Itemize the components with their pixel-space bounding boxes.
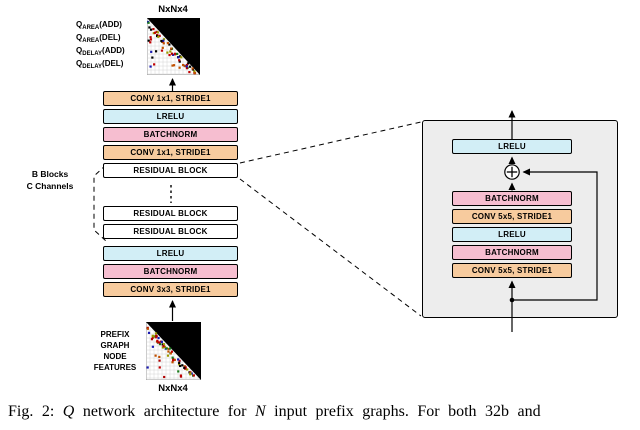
bracket-label-line2: C Channels: [26, 181, 74, 191]
detail-block-5: CONV 5x5, STRIDE1: [452, 263, 572, 278]
stack-block-2: BATCHNORM: [103, 127, 238, 142]
input-features-label-line: FEATURES: [93, 363, 137, 372]
stack-block-8: BATCHNORM: [103, 264, 238, 279]
detail-block-4: BATCHNORM: [452, 245, 572, 260]
figure-caption: Fig. 2: Q network architecture for N inp…: [8, 403, 541, 420]
input-features-label-line: PREFIX: [100, 330, 130, 339]
input-features-label-line: NODE: [103, 352, 127, 361]
bottom-dims-label: NxNx4: [158, 383, 188, 394]
detail-block-0: LRELU: [452, 139, 572, 154]
zoom-connector-top: [239, 121, 422, 164]
bracket-label-line1: B Blocks: [31, 169, 69, 179]
detail-skip-connection: [512, 168, 598, 301]
q-output-label: QDELAY(ADD): [76, 46, 125, 57]
output-qvalues-matrix-image: [147, 18, 200, 75]
input-node-features-matrix-image: [146, 322, 201, 380]
stack-block-4: RESIDUAL BLOCK: [103, 163, 238, 178]
input-features-label-line: GRAPH: [100, 341, 130, 350]
detail-block-2: CONV 5x5, STRIDE1: [452, 209, 572, 224]
detail-block-3: LRELU: [452, 227, 572, 242]
q-output-label: QDELAY(DEL): [76, 59, 124, 70]
stack-block-0: CONV 1x1, STRIDE1: [103, 91, 238, 106]
stack-block-1: LRELU: [103, 109, 238, 124]
top-dims-label: NxNx4: [158, 4, 188, 15]
stack-block-6: RESIDUAL BLOCK: [103, 224, 238, 239]
q-output-label: QAREA(DEL): [76, 33, 121, 44]
sum-node-icon: [504, 164, 520, 180]
detail-block-1: BATCHNORM: [452, 191, 572, 206]
bracket-label: B Blocks C Channels: [14, 168, 86, 192]
input-features-label: PREFIX GRAPH NODE FEATURES: [86, 329, 144, 373]
skip-junction-dot: [509, 297, 515, 303]
zoom-connector-bottom: [239, 178, 422, 317]
stack-block-3: CONV 1x1, STRIDE1: [103, 145, 238, 160]
stack-block-9: CONV 3x3, STRIDE1: [103, 282, 238, 297]
stack-block-7: LRELU: [103, 246, 238, 261]
stack-block-5: RESIDUAL BLOCK: [103, 206, 238, 221]
q-output-label: QAREA(ADD): [76, 20, 122, 31]
q-output-labels: QAREA(ADD) QAREA(DEL) QDELAY(ADD) QDELAY(DE…: [76, 19, 125, 71]
